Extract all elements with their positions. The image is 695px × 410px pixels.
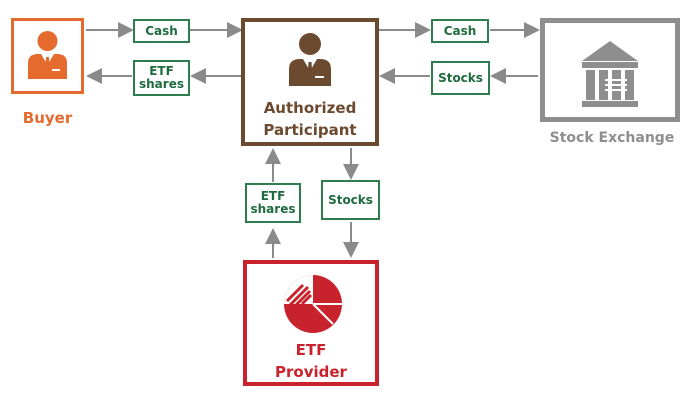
flow-label-text: ETF [260, 189, 286, 203]
flow-label-text: Cash [145, 23, 178, 38]
flow-label-buyer-to-ap: Cash [133, 19, 190, 43]
flow-label-text: shares [250, 202, 296, 216]
flow-label-text: Stocks [328, 192, 373, 207]
provider-title-line2: Provider [275, 363, 347, 381]
flow-label-ap-to-buyer: ETF shares [133, 60, 190, 96]
flow-label-text: shares [139, 77, 184, 91]
flow-label-exchange-to-ap: Stocks [431, 61, 490, 95]
flow-label-provider-to-ap: ETF shares [245, 183, 301, 223]
ap-node: Authorized Participant [241, 18, 379, 146]
exchange-node [540, 18, 680, 122]
ap-title-line1: Authorized [263, 99, 357, 117]
bank-building-icon [582, 41, 638, 107]
flow-label-ap-to-provider: Stocks [321, 180, 380, 220]
flow-label-text: Cash [443, 23, 477, 38]
exchange-title: Stock Exchange [549, 130, 675, 146]
provider-title-line1: ETF [295, 341, 327, 359]
flow-label-text: ETF [149, 64, 174, 78]
flow-label-text: Stocks [438, 70, 483, 85]
provider-node: ETF Provider [243, 260, 379, 386]
businessman-icon [28, 31, 67, 79]
buyer-title: Buyer [22, 109, 73, 127]
flow-label-ap-to-exchange: Cash [431, 19, 489, 43]
buyer-node [11, 18, 84, 94]
etf-pie-logo-icon [284, 275, 342, 333]
businessman-icon [289, 33, 331, 86]
ap-title-line2: Participant [263, 121, 357, 139]
